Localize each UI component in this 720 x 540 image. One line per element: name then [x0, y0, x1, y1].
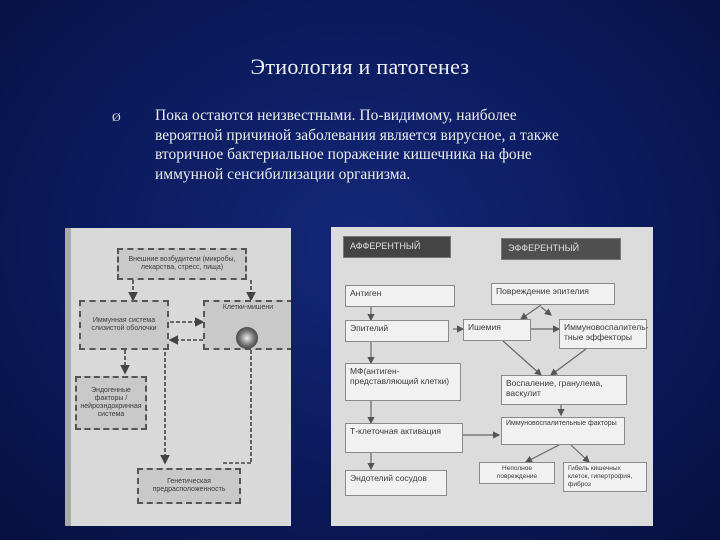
slide-title: Этиология и патогенез: [250, 54, 470, 79]
incomplete-damage-box: Неполное повреждение: [479, 462, 555, 484]
immune-effectors-box: Иммуновоспалитель-тные эффекторы: [559, 319, 648, 349]
afferent-header: АФФЕРЕНТНЫЙ: [343, 236, 451, 258]
target-cells-label: Клетки-мишени: [222, 304, 274, 311]
slide-text: Пока остаются неизвестными. По-видимому,…: [155, 107, 559, 183]
endogenous-factors-box: Эндогенные факторы / нейроэндокринная си…: [75, 376, 147, 430]
panel-edge: [65, 228, 71, 526]
left-diagram-arrows: [120, 280, 256, 465]
immune-factors-box: Иммуновоспалительные факторы: [501, 417, 625, 445]
epithelium-damage-box: Повреждение эпителия: [491, 283, 615, 305]
t-cell-box: Т-клеточная активация: [345, 423, 463, 453]
efferent-header: ЭФФЕРЕНТНЫЙ: [501, 238, 621, 260]
cell-death-box: Гибель кишечных клеток, гипертрофия, фиб…: [563, 462, 647, 492]
inflammation-box: Воспаление, гранулема, васкулит: [501, 375, 627, 405]
mf-box: МФ(антиген-представляющий клетки): [345, 363, 461, 401]
ischemia-box: Ишемия: [463, 319, 531, 341]
etiology-diagram: Внешние возбудители (микробы, лекарства,…: [65, 228, 291, 526]
antigen-box: Антиген: [345, 285, 455, 307]
external-agents-box: Внешние возбудители (микробы, лекарства,…: [117, 248, 247, 280]
genetic-box: Генетическая предрасположенность: [137, 468, 241, 504]
epithelium-box: Эпителий: [345, 320, 449, 342]
cell-icon: [236, 327, 258, 349]
endothelium-box: Эндотелий сосудов: [345, 470, 447, 496]
arrow-bullet-icon: Ø: [112, 110, 121, 124]
right-diagram-arrows: [367, 304, 590, 471]
immune-system-box: Иммунная система слизистой оболочки: [79, 300, 169, 350]
pathogenesis-diagram: АФФЕРЕНТНЫЙ ЭФФЕРЕНТНЫЙ Антиген Эпителий…: [331, 227, 653, 526]
